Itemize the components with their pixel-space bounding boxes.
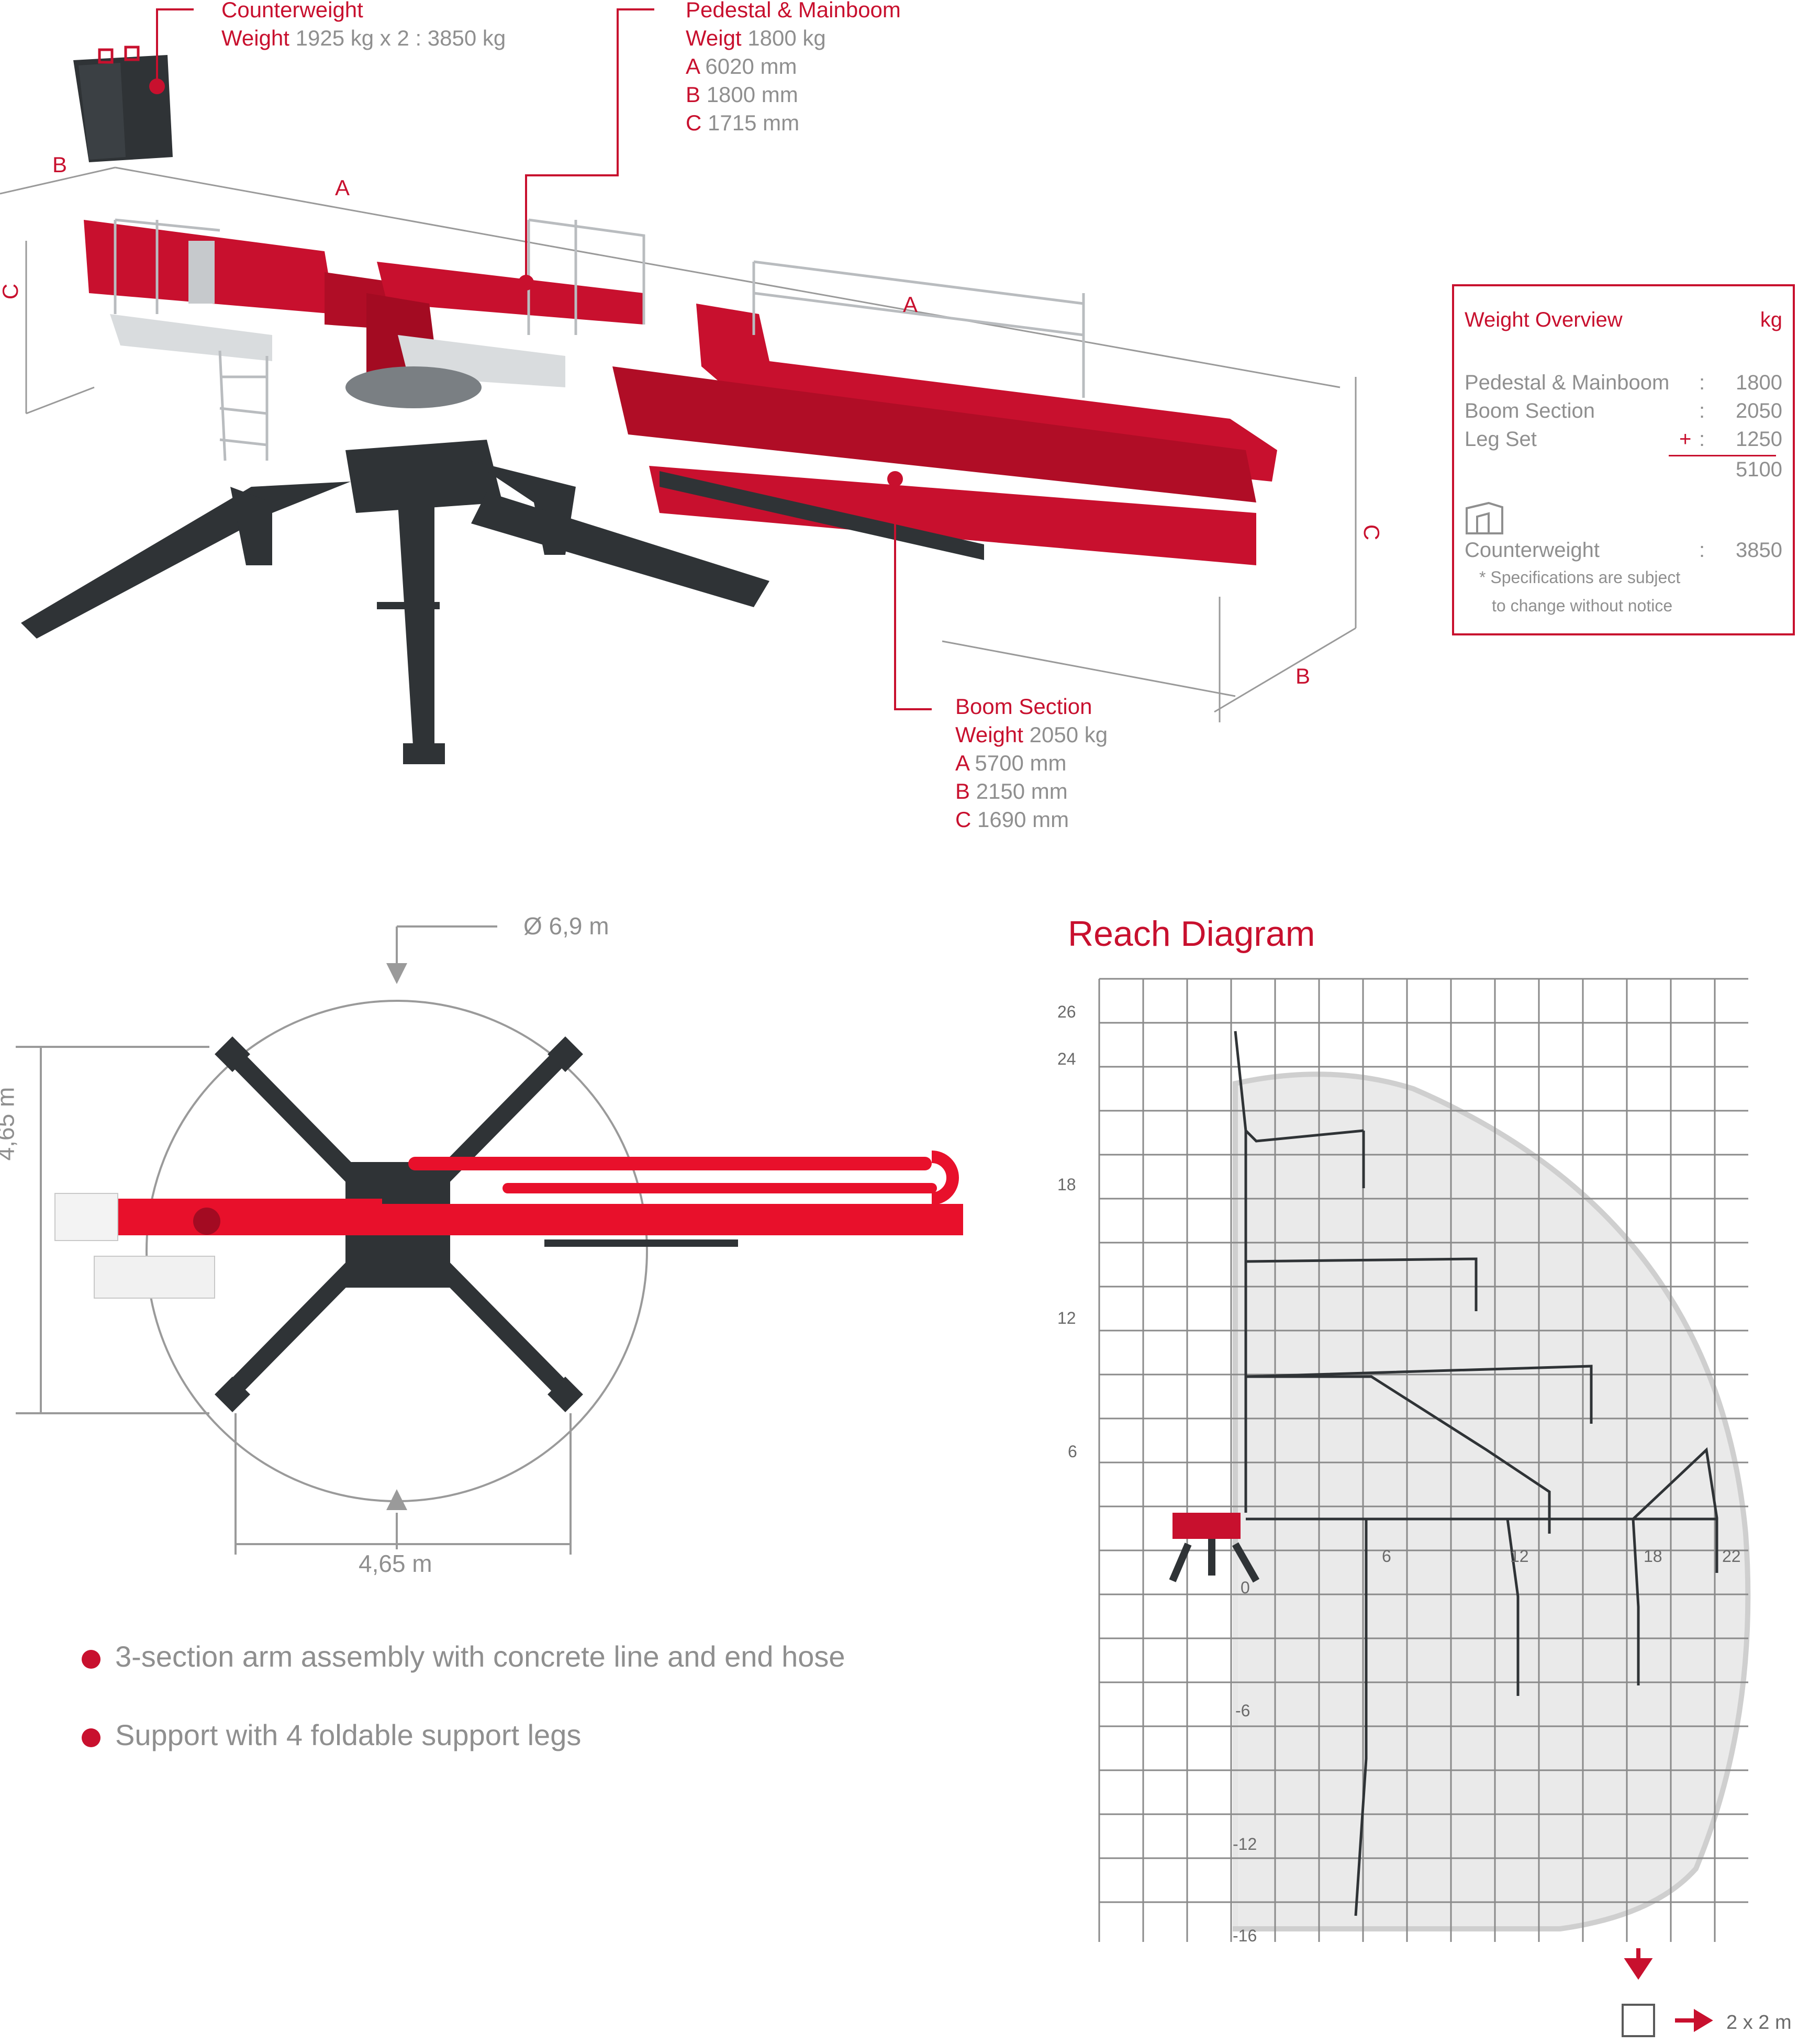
weight-row-sep: : (1699, 399, 1705, 422)
x-tick-label: 22 (1722, 1547, 1741, 1566)
x-tick-label: 12 (1510, 1547, 1529, 1566)
weight-overview-panel: Weight Overview kg Pedestal & Mainboom :… (1452, 284, 1795, 635)
reach-diagram-title: Reach Diagram (1068, 914, 1315, 954)
boom-b-value: 2150 mm (976, 779, 1068, 803)
top-view-diagram (16, 925, 963, 1555)
boom-section-label: Boom Section Weight 2050 kg A 5700 mm B … (955, 692, 1108, 834)
leg-set (21, 440, 769, 764)
dim-letter-a-boom: A (903, 292, 918, 317)
boom-a-value: 5700 mm (975, 751, 1067, 775)
boom-c-key: C (955, 807, 971, 832)
machine-icon (1169, 1513, 1260, 1583)
y-tick-label: 26 (1057, 1002, 1076, 1021)
counterweight-block (73, 46, 173, 162)
weight-total-row: 5100 (1465, 456, 1782, 483)
weight-row-sep: : (1699, 428, 1705, 451)
leader-lines (156, 8, 932, 710)
weight-total-value: 5100 (1736, 458, 1782, 481)
counterweight-weight-value: 1925 kg x 2 : 3850 kg (295, 26, 506, 50)
weight-row-name: Pedestal & Mainboom (1465, 371, 1670, 394)
y-tick-label: 0 (1241, 1578, 1250, 1597)
diameter-label: Ø 6,9 m (523, 912, 609, 940)
dim-letter-c-right: C (1359, 524, 1384, 541)
boom-section (612, 260, 1277, 565)
grid-scale-label: 2 x 2 m (1726, 2012, 1792, 2034)
y-tick-label: -6 (1235, 1701, 1250, 1720)
feature-item: Support with 4 foldable support legs (115, 1718, 582, 1751)
pedestal-weight-key: Weigt (686, 26, 742, 50)
y-tick-label: -16 (1233, 1926, 1257, 1945)
weight-row-name: Boom Section (1465, 399, 1595, 422)
pedestal-label: Pedestal & Mainboom Weigt 1800 kg A 6020… (686, 0, 901, 137)
boom-b-key: B (955, 779, 970, 803)
weight-row-sep: : (1699, 371, 1705, 394)
pedestal-a-key: A (686, 54, 699, 79)
reach-diagram (1098, 978, 1751, 2037)
boom-a-key: A (955, 751, 969, 775)
weight-row-legset: Leg Set + : 1250 (1465, 426, 1782, 453)
dim-letter-b-right: B (1296, 664, 1311, 688)
weight-row-pedestal: Pedestal & Mainboom : 1800 (1465, 369, 1782, 396)
feature-bullet-icon (82, 1650, 100, 1669)
pedestal-weight-value: 1800 kg (747, 26, 826, 50)
boom-section-title: Boom Section (955, 694, 1092, 719)
weight-overview-title: Weight Overview (1465, 308, 1623, 331)
weight-row-value: 2050 (1736, 399, 1782, 422)
y-tick-label: 12 (1057, 1309, 1076, 1327)
y-tick-label: 18 (1057, 1175, 1076, 1194)
spec-note-line2: to change without notice (1492, 596, 1673, 615)
reach-grid (1098, 978, 1748, 1942)
weight-row-value: 1250 (1736, 428, 1782, 451)
weight-row-value: 3850 (1736, 539, 1782, 562)
weight-row-counterweight: Counterweight : 3850 (1465, 537, 1782, 564)
boom-weight-value: 2050 kg (1029, 722, 1108, 747)
boom-position-lines (1234, 1031, 1718, 1916)
pedestal-a-value: 6020 mm (705, 54, 797, 79)
boom-weight-key: Weight (955, 722, 1023, 747)
weight-row-name: Leg Set (1465, 428, 1537, 451)
width-dimension-label: 4,65 m (359, 1550, 432, 1577)
height-dimension-label: 4,65 m (0, 1087, 19, 1161)
weight-row-boom: Boom Section : 2050 (1465, 397, 1782, 425)
weight-row-value: 1800 (1736, 371, 1782, 394)
boom-c-value: 1690 mm (977, 807, 1069, 832)
feature-bullet-icon (82, 1728, 100, 1747)
pedestal-assembly (84, 218, 645, 461)
counterweight-icon (1466, 501, 1503, 534)
pedestal-title: Pedestal & Mainboom (686, 0, 901, 22)
dim-letter-a-top: A (335, 175, 350, 200)
dim-letter-c-left: C (0, 283, 23, 300)
counterweight-label: Counterweight Weight 1925 kg x 2 : 3850 … (221, 0, 506, 52)
top-view-boom (54, 1151, 963, 1299)
weight-row-name: Counterweight (1465, 539, 1600, 562)
x-tick-label: 18 (1644, 1547, 1662, 1566)
y-tick-label: -12 (1233, 1835, 1257, 1853)
pedestal-b-key: B (686, 82, 701, 107)
y-tick-label: 6 (1068, 1442, 1077, 1461)
counterweight-title: Counterweight (221, 0, 363, 22)
sum-underline (1669, 455, 1776, 456)
plus-sign: + (1679, 428, 1692, 451)
weight-overview-unit: kg (1760, 308, 1782, 331)
counterweight-weight-key: Weight (221, 26, 289, 50)
weight-row-sep: : (1699, 539, 1705, 562)
y-tick-label: 24 (1057, 1049, 1076, 1068)
grid-scale-square (1622, 2004, 1655, 2037)
feature-item: 3-section arm assembly with concrete lin… (115, 1640, 845, 1673)
pedestal-c-value: 1715 mm (708, 110, 800, 135)
pedestal-c-key: C (686, 110, 702, 135)
spec-note-line1: * Specifications are subject (1479, 568, 1681, 587)
x-tick-label: 6 (1382, 1547, 1391, 1566)
dim-letter-b-left: B (52, 152, 68, 177)
exploded-view-illustration (0, 8, 1357, 764)
pedestal-b-value: 1800 mm (706, 82, 798, 107)
